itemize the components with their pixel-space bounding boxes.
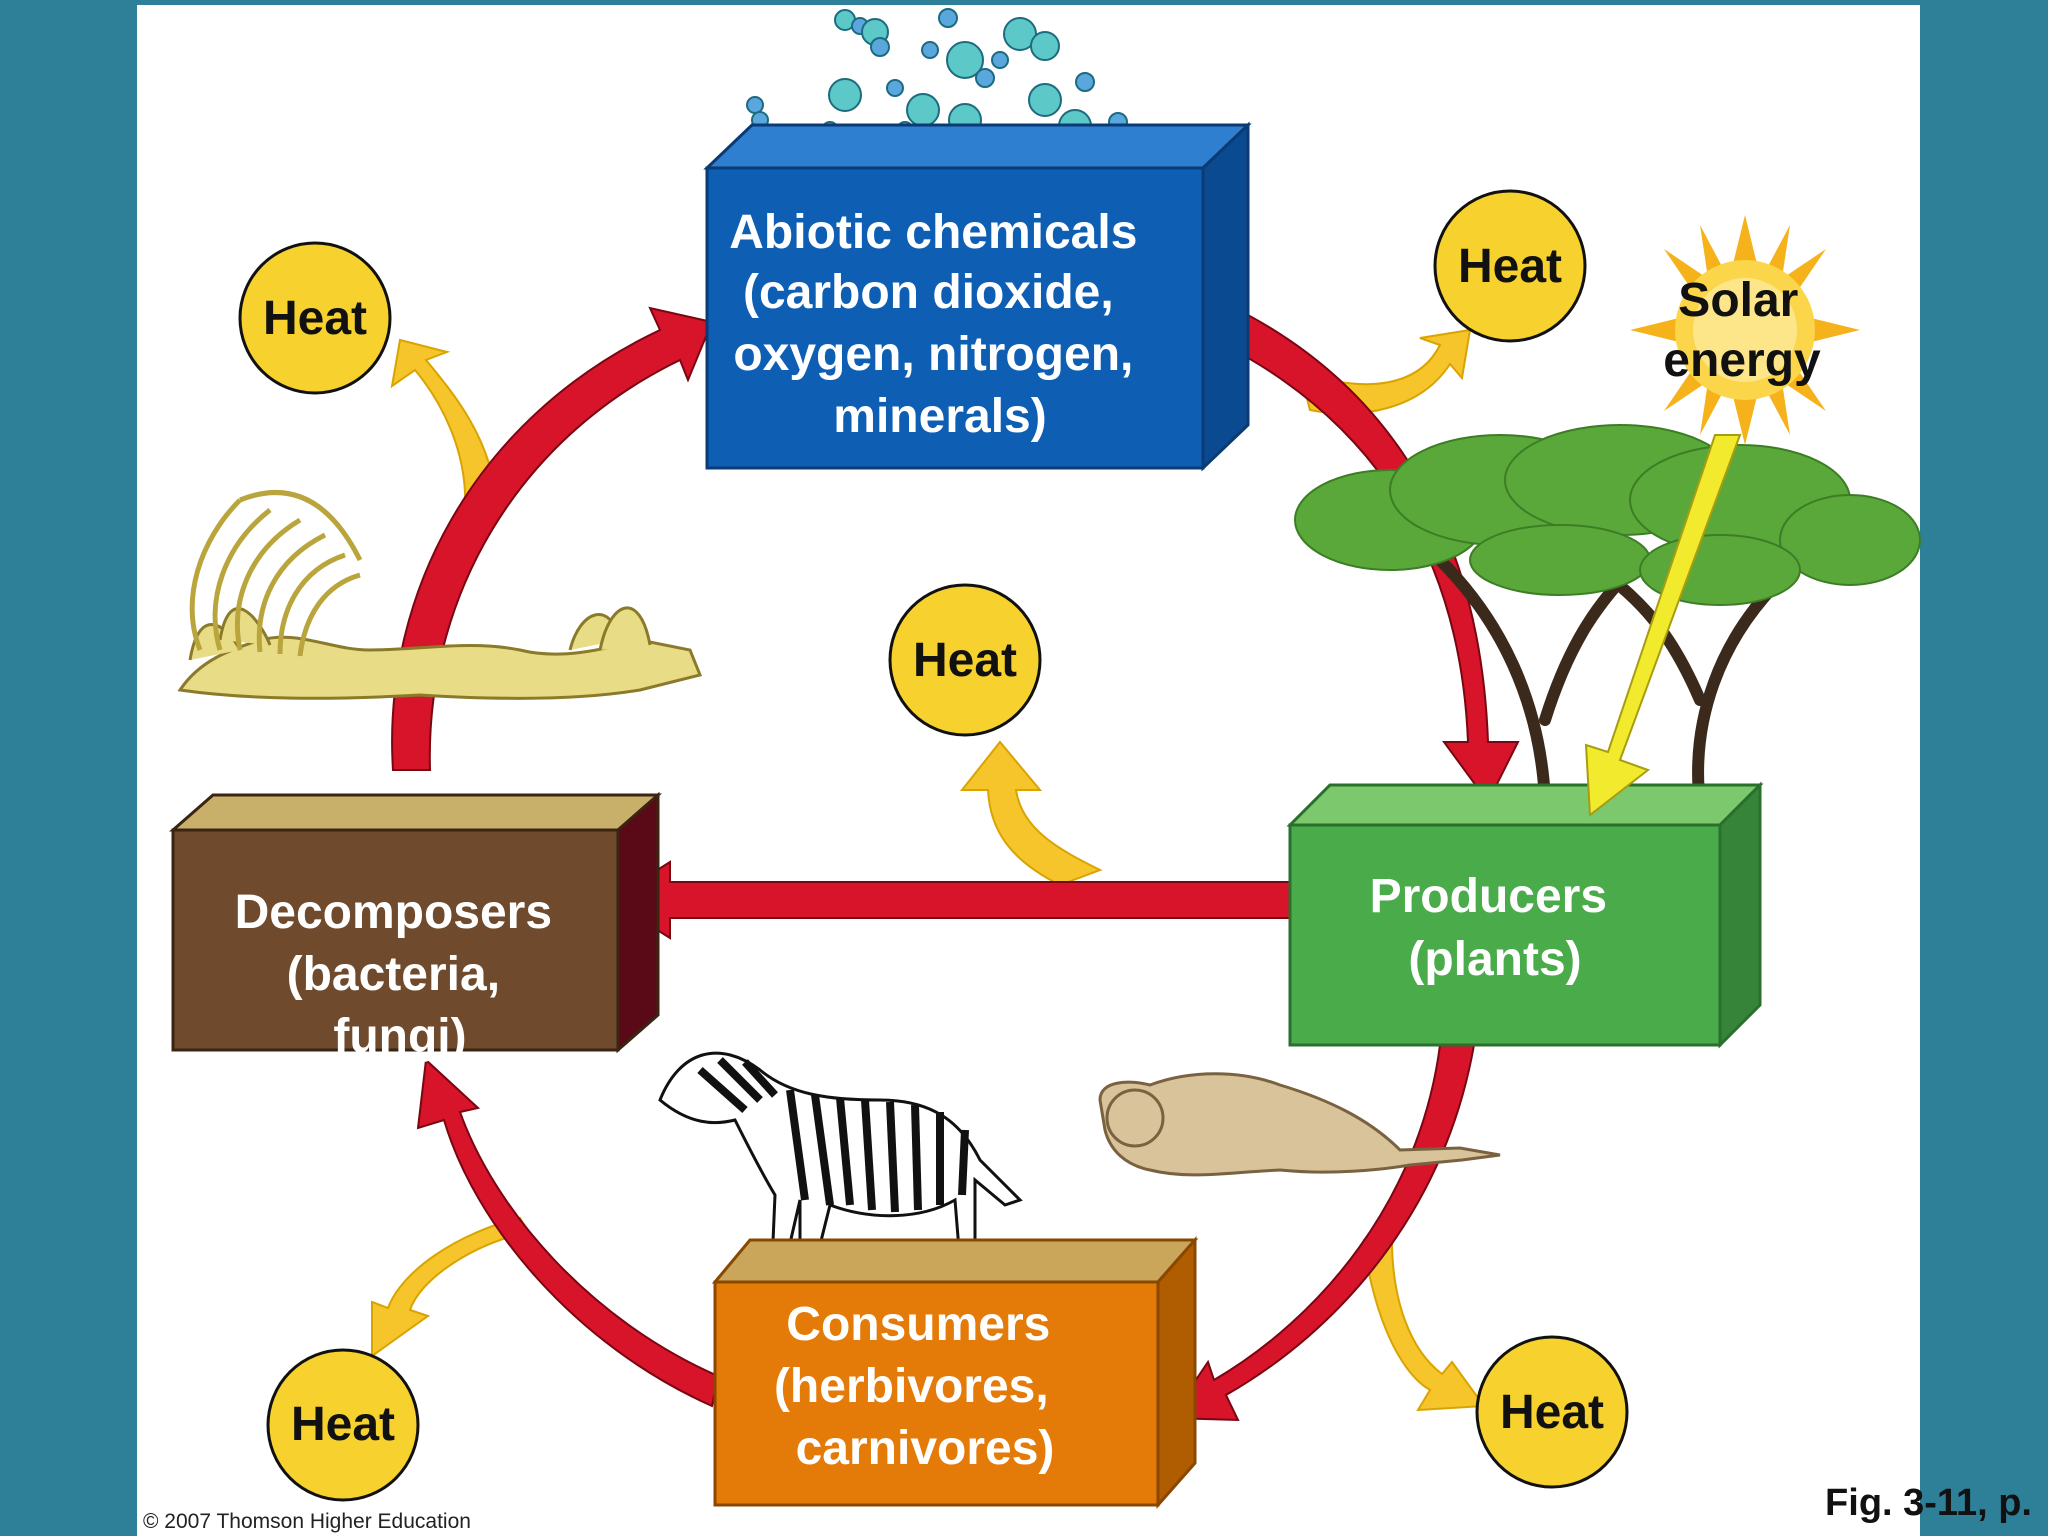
lion-illustration	[1098, 1072, 1501, 1177]
acacia-tree-illustration	[1294, 424, 1921, 811]
abiotic-label: Abiotic chemicals (carbon dioxide, oxyge…	[729, 206, 1150, 443]
decomposers-label: Decomposers (bacteria, fungi)	[235, 886, 566, 1063]
heat-circle-bottom-left: Heat	[266, 1348, 420, 1502]
heat-circle-bottom-right: Heat	[1475, 1335, 1629, 1489]
zebra-illustration	[658, 1051, 1023, 1267]
skeleton-illustration	[177, 606, 703, 700]
svg-text:Heat: Heat	[1500, 1386, 1604, 1439]
sun-icon	[1630, 215, 1860, 445]
producers-box: Producers (plants)	[1286, 781, 1764, 1049]
svg-text:Heat: Heat	[913, 634, 1017, 687]
consumers-label: Consumers (herbivores, carnivores)	[774, 1298, 1064, 1475]
heat-arrow-center	[959, 740, 1103, 887]
cycle-arrow-producers-to-decomposers	[608, 860, 1293, 940]
svg-text:Heat: Heat	[1458, 240, 1562, 293]
heat-circle-center: Heat	[888, 583, 1042, 737]
heat-arrow-top-left	[390, 338, 499, 512]
figure-reference: Fig. 3-11, p.	[1825, 1482, 2032, 1524]
heat-circle-top-left: Heat	[238, 241, 392, 395]
svg-text:Heat: Heat	[291, 1398, 395, 1451]
solar-energy-label: Solar energy	[1663, 274, 1821, 387]
solar-energy-arrow	[1584, 434, 1742, 817]
decomposers-box: Decomposers (bacteria, fungi)	[169, 791, 662, 1063]
heat-circle-top-right: Heat	[1433, 189, 1587, 343]
cycle-arrow-consumers-to-decomposers	[416, 1057, 720, 1408]
abiotic-chemicals-box: Abiotic chemicals (carbon dioxide, oxyge…	[703, 121, 1252, 472]
copyright-notice: © 2007 Thomson Higher Education	[143, 1510, 471, 1533]
heat-arrow-bottom-right	[1362, 1239, 1486, 1412]
consumers-box: Consumers (herbivores, carnivores)	[711, 1236, 1199, 1509]
svg-text:Heat: Heat	[263, 292, 367, 345]
producers-label: Producers (plants)	[1370, 870, 1621, 986]
heat-arrow-bottom-left	[371, 1216, 530, 1358]
rib-cage-illustration	[189, 490, 363, 657]
